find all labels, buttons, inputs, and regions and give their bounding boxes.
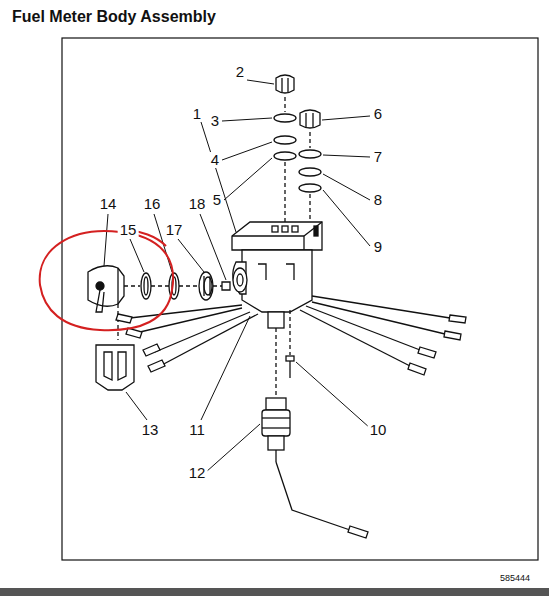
fuel-meter-body — [232, 222, 322, 395]
callout-number: 9 — [372, 239, 384, 255]
mounting-bracket — [96, 345, 134, 390]
screw — [286, 356, 294, 378]
red-annotation-circle — [40, 231, 173, 330]
callout-number: 18 — [187, 196, 208, 212]
callout-number: 2 — [234, 64, 246, 80]
figure-title: Fuel Meter Body Assembly — [12, 8, 216, 26]
wiring-harness — [116, 296, 466, 375]
callout-number: 13 — [140, 422, 161, 438]
callout-number: 11 — [187, 422, 207, 438]
fuel-injector — [262, 398, 368, 538]
callout-number: 5 — [211, 192, 223, 208]
cap-stack-right — [299, 110, 321, 228]
figure-number: 585444 — [498, 573, 532, 583]
callout-number: 17 — [164, 222, 185, 238]
leader-lines — [104, 80, 370, 472]
callout-number: 6 — [372, 106, 384, 122]
callout-number: 4 — [209, 152, 221, 168]
callout-number: 3 — [209, 113, 221, 129]
callout-number: 7 — [372, 149, 384, 165]
callout-number: 1 — [191, 106, 203, 122]
callout-number: 16 — [142, 196, 163, 212]
callout-number: 8 — [372, 192, 384, 208]
cap-stack-left — [274, 75, 296, 225]
callout-number: 10 — [368, 422, 389, 438]
callout-number: 12 — [187, 465, 208, 481]
callout-number: 15 — [118, 222, 139, 238]
callout-number: 14 — [98, 196, 119, 212]
figure-frame — [62, 38, 538, 560]
bottom-bar — [0, 588, 549, 596]
